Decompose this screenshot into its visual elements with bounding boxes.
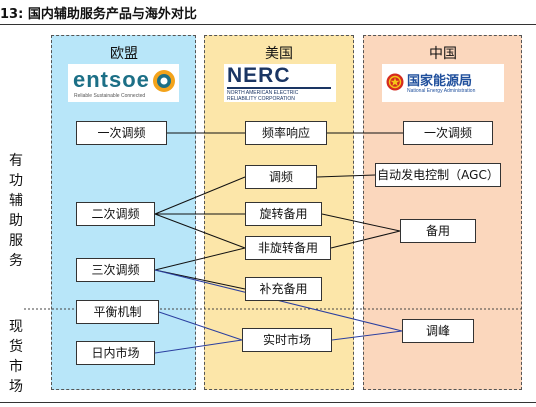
cn-agc-node: 自动发电控制（AGC） bbox=[375, 163, 501, 187]
top-rule bbox=[0, 24, 536, 25]
eu-balancing-mechanism-node: 平衡机制 bbox=[76, 300, 159, 324]
link-eu-intraday-us-realtime bbox=[154, 339, 243, 354]
eu-primary-frequency-node: 一次调频 bbox=[76, 121, 167, 145]
nea-logo: 国家能源局 National Energy Administration bbox=[382, 64, 504, 102]
cn-peak-shaving-node: 调峰 bbox=[402, 319, 474, 343]
eu-tertiary-frequency-node: 三次调频 bbox=[76, 258, 155, 282]
spot-market-label: 现 货 市 场 bbox=[9, 319, 23, 395]
ancillary-services-label: 有 功 辅 助 服 务 bbox=[9, 153, 23, 269]
us-supplemental-reserve-node: 补充备用 bbox=[245, 277, 322, 301]
us-column-title: 美国 bbox=[265, 46, 293, 62]
link-eu-balancing-us-realtime bbox=[158, 311, 243, 341]
entsoe-logo-mark bbox=[153, 70, 175, 92]
link-eu-tertiary-us-supplemental bbox=[154, 269, 246, 290]
cn-reserve-node: 备用 bbox=[400, 219, 476, 243]
us-frequency-response-node: 频率响应 bbox=[245, 121, 327, 145]
us-nonspinning-reserve-node: 非旋转备用 bbox=[245, 236, 331, 260]
nerc-logo: NERC NORTH AMERICAN ELECTRIC RELIABILITY… bbox=[224, 64, 336, 102]
link-us-realtime-cn-peak bbox=[331, 330, 403, 341]
entsoe-logo-tagline: Reliable Sustainable Connected bbox=[74, 93, 146, 99]
link-us-spinning-cn-reserve bbox=[321, 213, 401, 232]
us-regulation-node: 调频 bbox=[245, 165, 317, 189]
link-eu-tertiary-us-nonspinning bbox=[154, 247, 246, 271]
nerc-logo-subtitle: NORTH AMERICAN ELECTRIC RELIABILITY CORP… bbox=[227, 90, 299, 102]
us-spinning-reserve-node: 旋转备用 bbox=[245, 202, 322, 226]
link-eu-secondary-us-nonspinning bbox=[154, 213, 246, 249]
figure-title: 13: 国内辅助服务产品与海外对比 bbox=[0, 7, 197, 22]
us-realtime-market-node: 实时市场 bbox=[242, 328, 332, 352]
national-emblem-icon bbox=[386, 73, 404, 91]
entsoe-logo: entsoe Reliable Sustainable Connected bbox=[68, 64, 179, 102]
entsoe-logo-word: entsoe bbox=[73, 67, 150, 92]
nerc-logo-bar bbox=[227, 87, 331, 89]
eu-column-title: 欧盟 bbox=[110, 46, 138, 62]
bottom-rule bbox=[0, 402, 536, 403]
cn-primary-frequency-node: 一次调频 bbox=[403, 121, 493, 145]
eu-intraday-market-node: 日内市场 bbox=[76, 341, 155, 365]
eu-secondary-frequency-node: 二次调频 bbox=[76, 202, 155, 226]
cn-column-title: 中国 bbox=[429, 46, 457, 62]
link-eu-secondary-us-regulation bbox=[154, 176, 246, 215]
link-us-regulation-cn-agc bbox=[316, 174, 376, 178]
nerc-logo-word: NERC bbox=[227, 64, 291, 87]
nea-logo-word: 国家能源局 bbox=[407, 74, 473, 89]
nea-logo-subtitle: National Energy Administration bbox=[407, 88, 476, 94]
link-us-nonspinning-cn-reserve bbox=[330, 230, 401, 249]
